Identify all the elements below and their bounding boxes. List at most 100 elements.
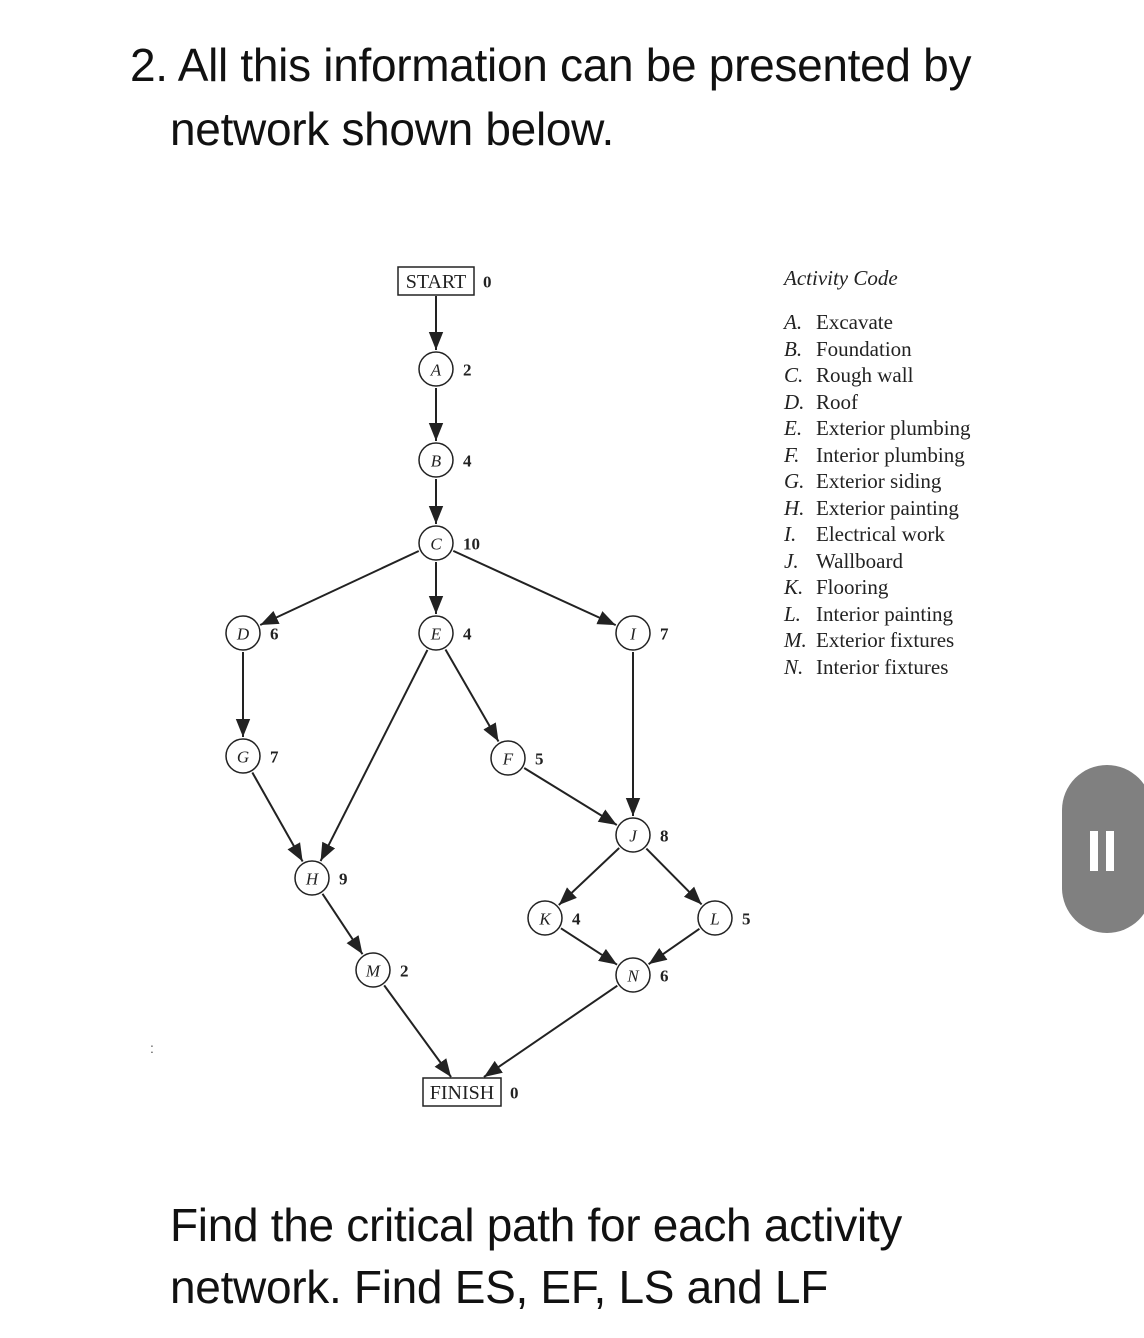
legend-item-code: L. <box>784 601 801 626</box>
legend-item-code: F. <box>784 442 800 467</box>
legend-item-code: M. <box>784 628 807 652</box>
legend-item-name: Interior fixtures <box>816 654 949 679</box>
legend-item: I. Electrical work <box>784 521 971 548</box>
legend-item-name: Foundation <box>816 336 912 361</box>
legend-item: L. Interior painting <box>784 601 971 628</box>
activity-circle <box>418 615 454 651</box>
start-label: START <box>406 271 467 293</box>
legend-item-code: A. <box>784 310 803 334</box>
legend-item-name: Excavate <box>816 310 893 334</box>
edge-f-to-j <box>523 767 618 826</box>
activity-duration: 2 <box>463 361 472 380</box>
finish-box <box>422 1077 502 1107</box>
activity-id: C <box>430 535 442 554</box>
legend-item-code: H. <box>784 495 805 520</box>
edge-n-to-finish <box>483 984 618 1078</box>
activity-duration: 4 <box>463 452 472 471</box>
activity-id: L <box>709 910 719 929</box>
activity-duration: 9 <box>339 870 348 889</box>
activity-circle <box>225 615 261 651</box>
start-duration: 0 <box>483 273 492 292</box>
activity-circle <box>418 525 454 561</box>
legend-item: E. Exterior plumbing <box>784 415 971 442</box>
legend-item-name: Interior painting <box>816 601 954 626</box>
edge-c-to-i <box>452 549 617 627</box>
legend-item: N.Interior fixtures <box>784 654 971 681</box>
question-line-2: network shown below. <box>170 103 615 155</box>
legend-item: M. Exterior fixtures <box>784 627 971 654</box>
legend-item: A. Excavate <box>784 309 971 336</box>
legend-item-name: Wallboard <box>816 548 903 573</box>
activity-id: D <box>236 625 250 644</box>
activity-circle <box>294 860 330 896</box>
activity-id: K <box>538 910 552 929</box>
legend-item-name: Exterior plumbing <box>816 416 971 440</box>
activity-duration: 6 <box>270 625 279 644</box>
finish-duration: 0 <box>510 1084 519 1103</box>
legend-item-code: D. <box>784 389 805 414</box>
activity-duration: 5 <box>742 910 751 929</box>
question-footer-line-2: network. Find ES, EF, LS and LF <box>170 1261 829 1313</box>
edge-k-to-n <box>560 927 618 966</box>
edge-m-to-finish <box>383 984 452 1078</box>
legend-item-name: Roof <box>816 389 858 414</box>
edge-c-to-d <box>259 550 420 626</box>
legend-item-code: J. <box>784 548 799 573</box>
activity-id: I <box>629 625 637 644</box>
activity-circle <box>615 615 651 651</box>
legend-item-name: Interior plumbing <box>816 442 965 467</box>
activity-circle <box>615 817 651 853</box>
edge-l-to-n <box>648 928 700 965</box>
activity-id: G <box>237 748 249 767</box>
legend-item-code: I. <box>784 522 797 546</box>
legend-item: G.Exterior siding <box>784 468 971 495</box>
activity-circle <box>527 900 563 936</box>
question-line-1: 2. All this information can be presented… <box>130 39 972 91</box>
legend-item-name: Exterior fixtures <box>816 628 955 652</box>
legend-item-code: B. <box>784 336 803 361</box>
activity-duration: 2 <box>400 962 409 981</box>
legend-item-code: E. <box>784 416 803 440</box>
legend-item: D. Roof <box>784 389 971 416</box>
edge-e-to-h <box>319 649 429 862</box>
activity-duration: 5 <box>535 750 544 769</box>
legend-item: H.Exterior painting <box>784 495 971 522</box>
finish-label: FINISH <box>430 1082 494 1104</box>
legend-item-code: K. <box>784 575 804 599</box>
activity-duration: 4 <box>463 625 472 644</box>
activity-id: J <box>629 827 638 846</box>
stray-mark: : <box>150 1040 154 1056</box>
activity-id: B <box>431 452 442 471</box>
legend-item-name: Rough wall <box>816 363 914 387</box>
activity-duration: 7 <box>270 748 279 767</box>
activity-circle <box>225 738 261 774</box>
legend-item-name: Electrical work <box>816 522 945 546</box>
legend-item-code: C. <box>784 363 804 387</box>
activity-id: H <box>305 870 320 889</box>
activity-circle <box>490 740 526 776</box>
start-box <box>397 266 475 296</box>
start-node: START 0 <box>397 266 492 296</box>
legend-item: J. Wallboard <box>784 548 971 575</box>
legend-item-code: G. <box>784 469 805 493</box>
scroll-handle[interactable] <box>1062 765 1144 933</box>
legend-title: Activity Code <box>784 266 898 290</box>
activity-circle <box>418 442 454 478</box>
activity-id: F <box>502 750 514 769</box>
activity-id: M <box>365 962 381 981</box>
edge-j-to-l <box>645 847 703 906</box>
activity-circle <box>418 351 454 387</box>
activity-circle <box>355 952 391 988</box>
legend-item-name: Flooring <box>816 575 889 599</box>
